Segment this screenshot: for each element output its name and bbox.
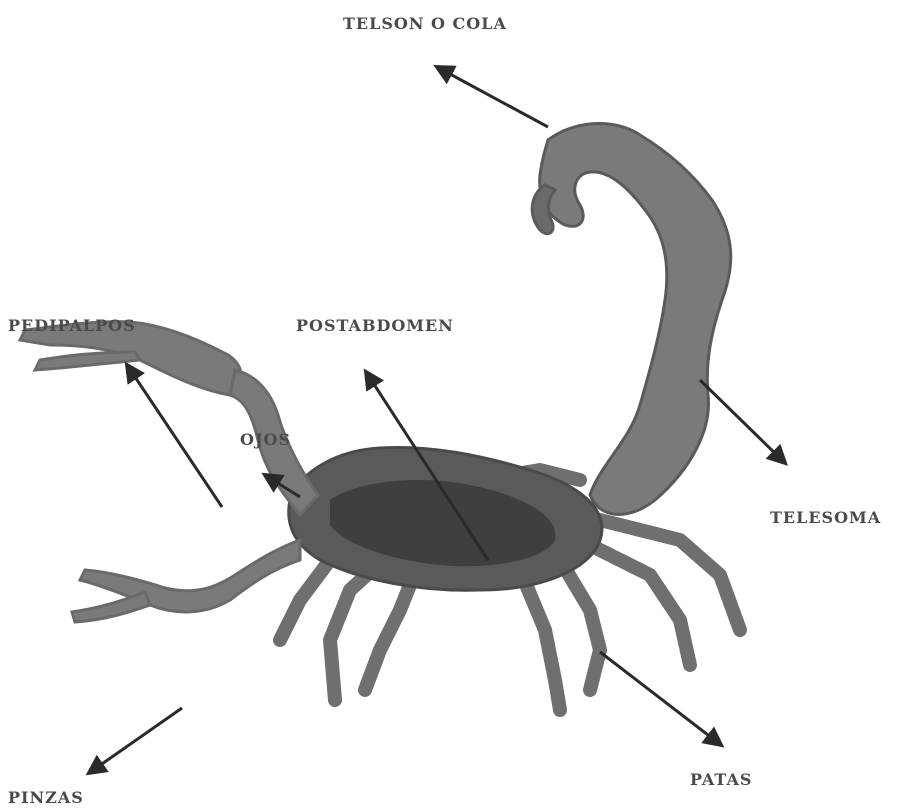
label-patas: PATAS <box>690 770 752 789</box>
label-postabdomen: POSTABDOMEN <box>296 316 454 335</box>
arrow-pinzas <box>89 708 182 773</box>
arrow-telesoma <box>700 380 785 463</box>
label-telson: TELSON O COLA <box>343 14 507 33</box>
scorpion-illustration <box>20 124 740 710</box>
pedipalp-upper <box>20 322 318 515</box>
label-ojos: OJOS <box>240 430 291 449</box>
label-pinzas: PINZAS <box>8 788 84 807</box>
label-telesoma: TELESOMA <box>770 508 881 527</box>
tail <box>532 124 731 515</box>
pedipalp-lower <box>72 540 300 622</box>
arrow-telson <box>437 67 548 127</box>
label-pedipalpos: PEDIPALPOS <box>8 316 136 335</box>
arrow-patas <box>600 652 721 745</box>
